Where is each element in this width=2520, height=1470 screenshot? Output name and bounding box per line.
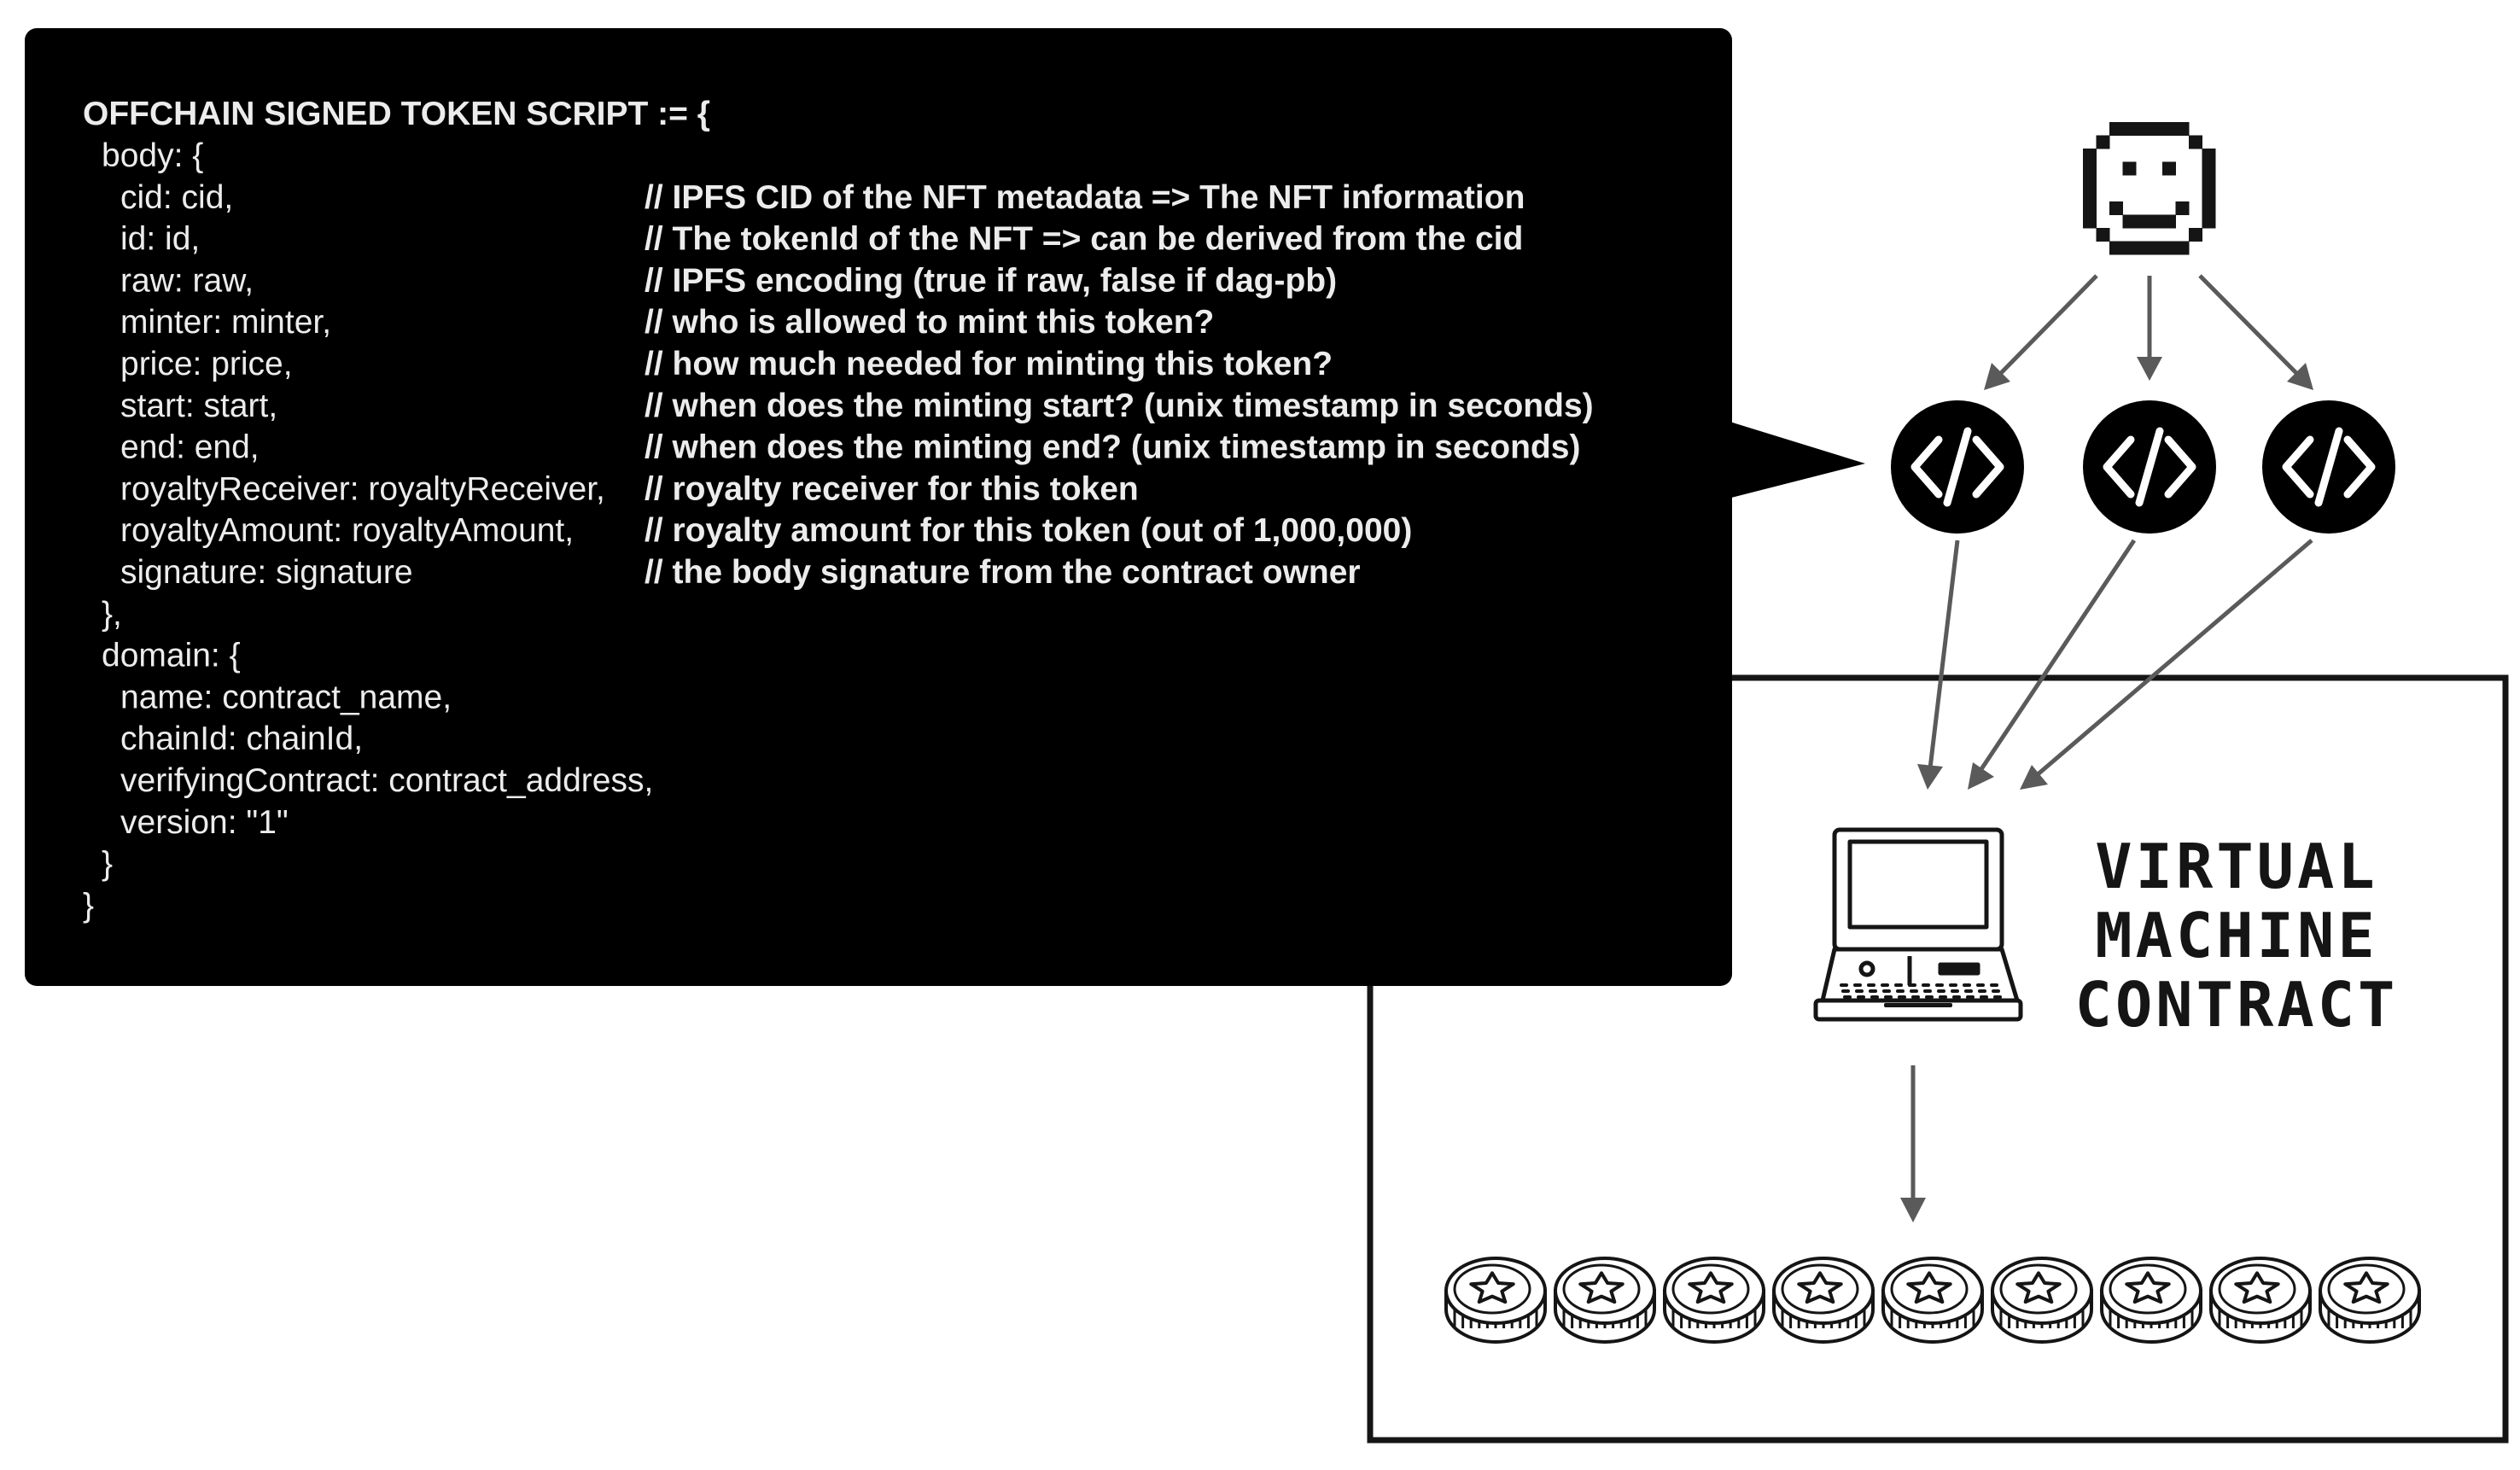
script-header: OFFCHAIN SIGNED TOKEN SCRIPT := { xyxy=(83,96,710,132)
code-comment: // when does the minting end? (unix time… xyxy=(645,429,1580,466)
star-coin-icon xyxy=(2100,1257,2202,1344)
code-line: royaltyAmount: royaltyAmount, xyxy=(120,512,574,549)
arrow-user-to-script-1 xyxy=(1998,274,2098,376)
star-coin-icon xyxy=(1663,1257,1765,1344)
star-coin-icon xyxy=(1991,1257,2093,1344)
machine-title: VIRTUAL MACHINE CONTRACT xyxy=(2075,831,2399,1041)
code-line: end: end, xyxy=(120,429,260,466)
machine-title-line-2: MACHINE xyxy=(2095,900,2377,971)
arrowhead xyxy=(1900,1198,1926,1222)
code-line: start: start, xyxy=(120,388,277,424)
star-coin-icon xyxy=(1554,1257,1656,1344)
machine-title-line-1: VIRTUAL xyxy=(2095,831,2377,902)
code-line: chainId: chainId, xyxy=(120,720,363,757)
code-line: price: price, xyxy=(120,346,293,382)
machine-title-line-3: CONTRACT xyxy=(2075,969,2399,1041)
code-comment: // royalty receiver for this token xyxy=(645,470,1139,507)
code-line: signature: signature xyxy=(120,554,413,591)
code-line: }, xyxy=(102,596,122,633)
code-brackets-icon xyxy=(2083,400,2216,534)
star-coin-icon xyxy=(1444,1257,1547,1344)
code-comment: // how much needed for minting this toke… xyxy=(645,346,1333,382)
code-line: body: { xyxy=(102,137,203,174)
arrowhead xyxy=(1968,762,1994,790)
star-coin-icon xyxy=(2209,1257,2312,1344)
arrow-script-to-machine-3 xyxy=(2035,539,2313,777)
code-line: royaltyReceiver: royaltyReceiver, xyxy=(120,470,605,507)
code-comment: // The tokenId of the NFT => can be deri… xyxy=(645,221,1523,258)
code-line: id: id, xyxy=(120,221,200,258)
script-code-lines: body: { cid: cid, // IPFS CID of the NFT m… xyxy=(83,137,1594,924)
code-line: cid: cid, xyxy=(120,179,233,216)
arrow-script-to-machine-2 xyxy=(1977,539,2137,773)
code-comment: // royalty amount for this token (out of… xyxy=(645,512,1412,549)
arrowhead xyxy=(2137,357,2162,381)
code-comment: // IPFS CID of the NFT metadata => The N… xyxy=(645,179,1525,216)
code-comment: // who is allowed to mint this token? xyxy=(645,304,1214,341)
code-line: version: "1" xyxy=(120,804,289,841)
token-coins xyxy=(1444,1257,2421,1344)
arrowhead xyxy=(2287,363,2313,390)
code-line: raw: raw, xyxy=(120,262,254,299)
code-comment: // when does the minting start? (unix ti… xyxy=(645,388,1594,424)
pixel-smiley-icon xyxy=(2083,122,2216,255)
arrow-script-to-machine-1 xyxy=(1928,540,1960,769)
code-comment: // the body signature from the contract … xyxy=(645,554,1361,591)
code-brackets-icon xyxy=(1891,400,2024,534)
arrowhead xyxy=(1917,764,1943,790)
script-panel: OFFCHAIN SIGNED TOKEN SCRIPT := { body: … xyxy=(25,28,1865,986)
speech-pointer xyxy=(1724,420,1865,499)
arrow-user-to-script-3 xyxy=(2198,274,2300,376)
code-line: } xyxy=(83,887,94,924)
retro-computer-icon xyxy=(1813,827,2023,1022)
code-comment: // IPFS encoding (true if raw, false if … xyxy=(645,262,1337,299)
arrowhead xyxy=(2020,765,2048,790)
code-line: name: contract_name, xyxy=(120,679,452,715)
code-line: domain: { xyxy=(102,638,241,674)
code-line: minter: minter, xyxy=(120,304,331,341)
script-panel-background xyxy=(25,28,1732,986)
code-brackets-icon xyxy=(2262,400,2395,534)
arrowhead xyxy=(1984,363,2010,390)
code-line: } xyxy=(102,846,113,883)
star-coin-icon xyxy=(1772,1257,1875,1344)
flow-arrows xyxy=(1900,274,2313,1222)
star-coin-icon xyxy=(1881,1257,1984,1344)
code-line: verifyingContract: contract_address, xyxy=(120,762,653,799)
star-coin-icon xyxy=(2319,1257,2421,1344)
